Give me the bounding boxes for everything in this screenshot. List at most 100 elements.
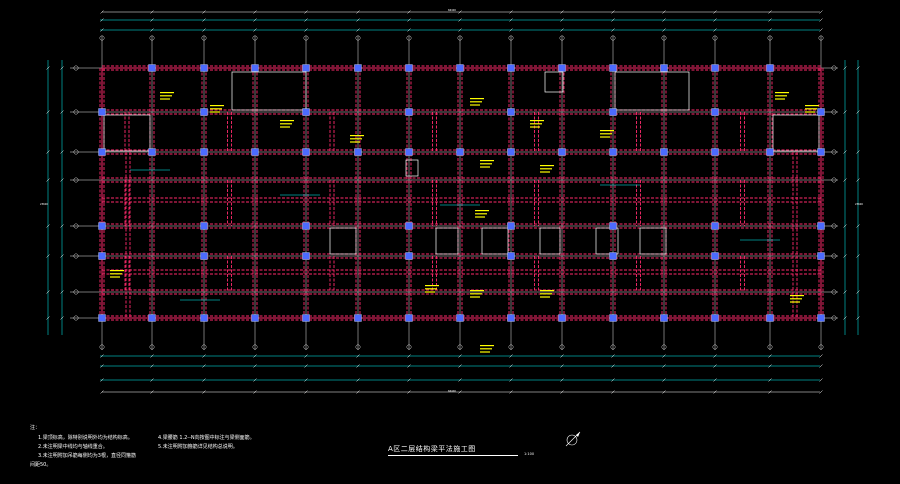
dim-tick: [509, 354, 513, 358]
column: [766, 64, 774, 72]
column: [766, 148, 774, 156]
beam-annotation-mark: [350, 135, 364, 137]
dim-tick: [60, 224, 64, 228]
dim-tick: [509, 10, 513, 14]
beam-annotation-mark: [600, 130, 614, 132]
beam-annotation-mark: [350, 138, 362, 140]
dim-tick: [662, 18, 666, 22]
grid-bubble-bottom: [559, 344, 565, 350]
dim-tick: [856, 316, 860, 320]
dim-tick: [843, 290, 847, 294]
grid-bubble-bottom: [355, 344, 361, 350]
column: [660, 64, 668, 72]
dim-tick: [150, 364, 154, 368]
slab-opening: [405, 159, 419, 177]
column: [507, 252, 515, 260]
column: [456, 64, 464, 72]
dim-tick: [100, 378, 104, 382]
dim-tick: [458, 18, 462, 22]
grid-bubble-top: [252, 35, 258, 41]
beam-annotation-mark: [210, 105, 224, 107]
column: [148, 148, 156, 156]
dim-tick: [560, 354, 564, 358]
dim-tick: [46, 178, 50, 182]
column: [558, 148, 566, 156]
beam-annotation-mark: [425, 285, 439, 287]
grid-bubble-top: [559, 35, 565, 41]
column: [711, 108, 719, 116]
grid-bubble-top: [767, 35, 773, 41]
column: [148, 314, 156, 322]
dim-tick: [843, 178, 847, 182]
dim-tick: [202, 364, 206, 368]
dim-tick: [202, 390, 206, 394]
beam-annotation-mark: [540, 171, 550, 173]
dim-tick: [819, 390, 823, 394]
column: [302, 64, 310, 72]
dim-tick: [304, 18, 308, 22]
dim-tick: [611, 354, 615, 358]
dim-tick: [819, 28, 823, 32]
dim-tick: [819, 354, 823, 358]
column: [507, 108, 515, 116]
column: [354, 64, 362, 72]
dim-tick: [150, 10, 154, 14]
grid-bubble-bottom: [818, 344, 824, 350]
beam-annotation-mark: [540, 168, 552, 170]
grid-bubble-bottom: [712, 344, 718, 350]
overall-top-dimension: 66400: [448, 8, 456, 12]
dim-tick: [407, 18, 411, 22]
beam-annotation-mark: [110, 276, 120, 278]
beam-annotation-mark: [480, 160, 494, 162]
column: [302, 222, 310, 230]
column: [766, 314, 774, 322]
dim-tick: [843, 150, 847, 154]
beam-annotation-mark: [805, 111, 815, 113]
dim-tick: [356, 10, 360, 14]
beam-annotation-mark: [470, 290, 484, 292]
beam-annotation-mark: [790, 298, 802, 300]
dim-tick: [662, 390, 666, 394]
dimension-lines: [46, 10, 860, 394]
dim-tick: [202, 378, 206, 382]
dim-tick: [150, 28, 154, 32]
drawing-title-block: A区二层结构梁平法施工图 1:100: [388, 444, 534, 456]
dim-tick: [150, 390, 154, 394]
dim-tick: [560, 10, 564, 14]
dim-tick: [560, 390, 564, 394]
dim-tick: [856, 110, 860, 114]
dim-tick: [60, 178, 64, 182]
notes-heading: 注：: [30, 425, 41, 431]
dim-tick: [60, 254, 64, 258]
grid-bubble-top: [201, 35, 207, 41]
beam-annotation-mark: [530, 123, 542, 125]
dim-tick: [100, 10, 104, 14]
dim-tick: [46, 316, 50, 320]
dim-tick: [100, 18, 104, 22]
dim-tick: [253, 378, 257, 382]
dim-tick: [253, 364, 257, 368]
beam-annotation-mark: [805, 108, 817, 110]
beam-annotation-mark: [600, 136, 610, 138]
dim-tick: [819, 10, 823, 14]
dim-tick: [458, 354, 462, 358]
grid-bubble-bottom: [303, 344, 309, 350]
beam-annotation-mark: [160, 92, 174, 94]
dim-tick: [60, 66, 64, 70]
dim-tick: [458, 364, 462, 368]
slab-opening: [481, 227, 509, 255]
column: [507, 222, 515, 230]
dim-tick: [768, 18, 772, 22]
column: [711, 148, 719, 156]
beam-annotation-mark: [540, 165, 554, 167]
grid-bubble-bottom: [201, 344, 207, 350]
dim-tick: [856, 66, 860, 70]
dim-tick: [509, 28, 513, 32]
dim-tick: [768, 10, 772, 14]
column: [405, 252, 413, 260]
note-1: 1.梁顶标高，除特别说明外均为结构标高。: [38, 435, 133, 441]
grid-bubble-bottom: [661, 344, 667, 350]
dim-tick: [356, 354, 360, 358]
dim-tick: [509, 378, 513, 382]
